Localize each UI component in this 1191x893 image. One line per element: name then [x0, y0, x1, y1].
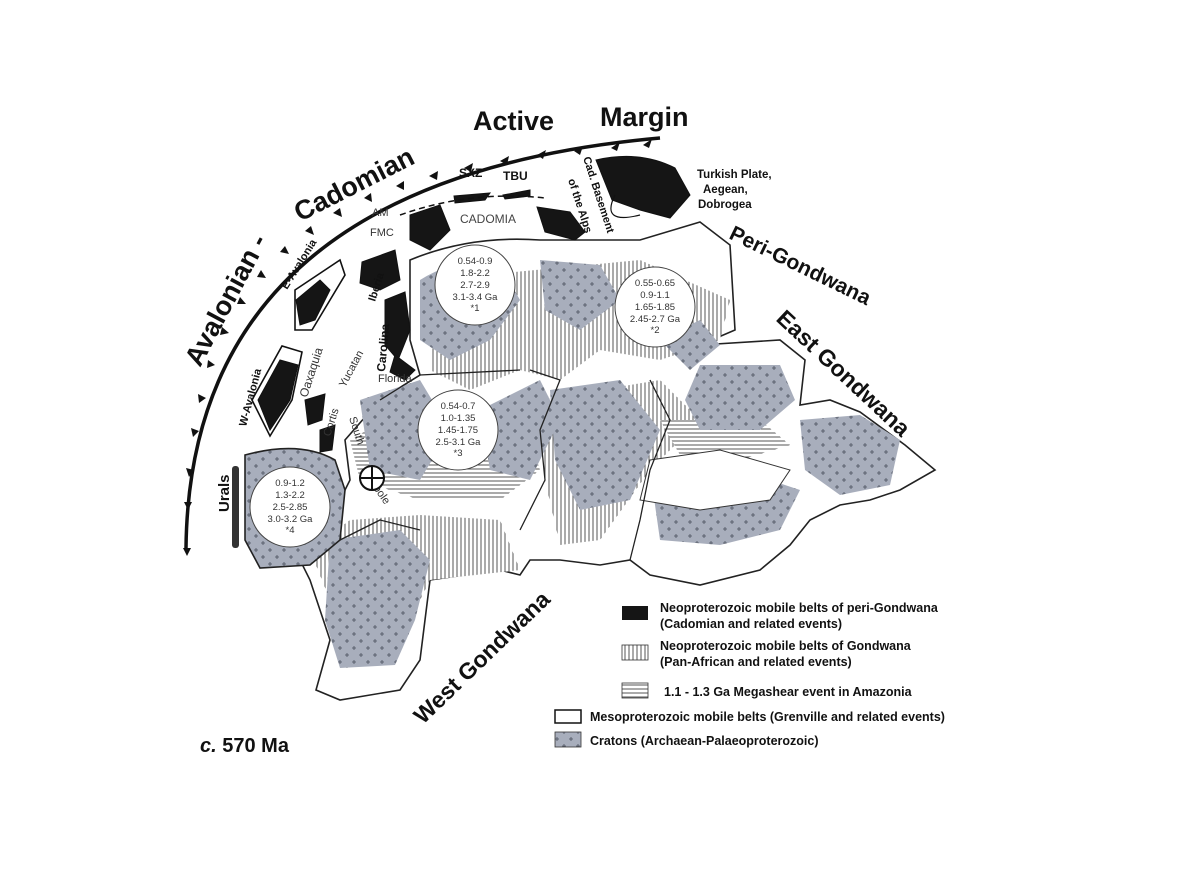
age-circle-1-line-2: 1.8-2.2 [460, 268, 490, 279]
age-label: c. 570 Ma [200, 735, 290, 757]
urals-label: Urals [216, 474, 233, 512]
cortis-label: Cortis [321, 406, 341, 438]
legend-item-gondwana: Neoproterozoic mobile belts of Gondwana … [621, 639, 912, 669]
age-circle-2-line-3: 1.65-1.85 [635, 302, 675, 313]
turkish-plate-line-2: Aegean, [703, 184, 748, 196]
legend-gondwana-line-1: Neoproterozoic mobile belts of Gondwana [660, 639, 912, 653]
age-circle-3-line-5: *3 [454, 448, 463, 459]
age-circle-1-line-5: *1 [471, 303, 480, 314]
age-circle-3-line-2: 1.0-1.35 [441, 413, 476, 424]
age-circle-2-line-5: *2 [651, 325, 660, 336]
age-circle-1: 0.54-0.9 1.8-2.2 2.7-2.9 3.1-3.4 Ga *1 [434, 244, 516, 326]
margin-label: Margin [600, 102, 689, 132]
yucatan-label: Yucatan [337, 349, 366, 390]
west-gondwana-label: West Gondwana [408, 586, 555, 729]
legend-mesoproterozoic-text: Mesoproterozoic mobile belts (Grenville … [590, 710, 945, 724]
age-circle-3-line-4: 2.5-3.1 Ga [436, 437, 482, 448]
age-circle-2-line-2: 0.9-1.1 [640, 290, 670, 301]
legend-item-mesoproterozoic: Mesoproterozoic mobile belts (Grenville … [554, 709, 945, 724]
legend-peri-line-1: Neoproterozoic mobile belts of peri-Gond… [660, 601, 939, 615]
age-circle-2: 0.55-0.65 0.9-1.1 1.65-1.85 2.45-2.7 Ga … [614, 266, 696, 348]
age-circle-4-line-3: 2.5-2.85 [273, 502, 308, 513]
e-avalonia-label: E-Avalonia [279, 237, 320, 292]
legend-cratons-text: Cratons (Archaean-Palaeoproterozoic) [590, 734, 819, 748]
gondwana-body [299, 221, 937, 701]
age-label-italic: c. [200, 735, 217, 757]
age-circle-4-line-2: 1.3-2.2 [275, 490, 305, 501]
active-label: Active [473, 106, 554, 136]
turkish-plate-line-1: Turkish Plate, [697, 169, 772, 181]
age-circle-2-line-1: 0.55-0.65 [635, 278, 675, 289]
am-label: AM [372, 207, 389, 219]
avalonian-label: Avalonian - [179, 229, 273, 371]
peri-gondwana-label: Peri-Gondwana [726, 222, 875, 310]
age-circle-3: 0.54-0.7 1.0-1.35 1.45-1.75 2.5-3.1 Ga *… [417, 389, 499, 471]
age-circle-4-line-5: *4 [286, 525, 295, 536]
turkish-plate-line-3: Dobrogea [698, 199, 752, 211]
age-circle-1-line-3: 2.7-2.9 [460, 280, 490, 291]
fmc-label: FMC [370, 227, 394, 239]
legend-peri-line-2: (Cadomian and related events) [660, 617, 842, 631]
turkish-plate-label: Turkish Plate, Aegean, Dobrogea [697, 169, 772, 211]
legend-swatch-white [554, 709, 582, 724]
legend-swatch-hstripe [621, 682, 649, 699]
w-avalonia-outline [251, 345, 303, 438]
florida-label: Florida [378, 373, 413, 385]
age-circle-4-line-4: 3.0-3.2 Ga [268, 514, 314, 525]
age-circle-3-line-3: 1.45-1.75 [438, 425, 478, 436]
legend-item-cratons: Cratons (Archaean-Palaeoproterozoic) [554, 731, 819, 748]
age-circle-4: 0.9-1.2 1.3-2.2 2.5-2.85 3.0-3.2 Ga *4 [249, 466, 331, 548]
south-pole-symbol [359, 465, 385, 491]
age-circle-2-line-4: 2.45-2.7 Ga [630, 314, 681, 325]
active-margin-arc [183, 136, 661, 556]
age-circle-1-line-1: 0.54-0.9 [458, 256, 493, 267]
age-circle-3-line-1: 0.54-0.7 [441, 401, 476, 412]
legend: Neoproterozoic mobile belts of peri-Gond… [554, 601, 945, 748]
legend-megashear-text: 1.1 - 1.3 Ga Megashear event in Amazonia [664, 685, 913, 699]
legend-swatch-craton [554, 731, 582, 748]
cadomia-boundary [399, 195, 546, 216]
legend-item-peri: Neoproterozoic mobile belts of peri-Gond… [622, 601, 939, 631]
sxz-label: SXZ [459, 166, 482, 180]
age-circle-4-line-1: 0.9-1.2 [275, 478, 305, 489]
e-avalonia-outline [294, 258, 346, 331]
legend-swatch-black [622, 606, 648, 620]
age-label-rest: 570 Ma [217, 735, 290, 757]
legend-gondwana-line-2: (Pan-African and related events) [660, 655, 852, 669]
age-circle-1-line-4: 3.1-3.4 Ga [453, 292, 499, 303]
legend-swatch-vstripe [621, 644, 649, 661]
cadomia-label: CADOMIA [460, 212, 516, 226]
legend-item-megashear: 1.1 - 1.3 Ga Megashear event in Amazonia [621, 682, 913, 699]
tbu-label: TBU [503, 169, 528, 183]
carolina-label: Carolina [374, 323, 392, 372]
